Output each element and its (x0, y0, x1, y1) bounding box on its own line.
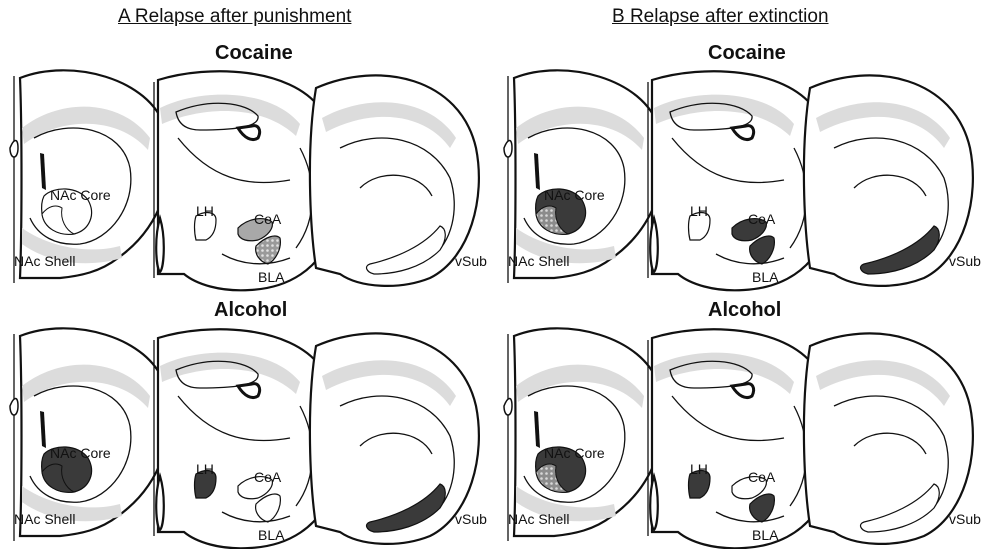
nac-core-label: NAc Core (544, 445, 605, 461)
nac-core-label: NAc Core (50, 187, 111, 203)
cea-label: CeA (254, 211, 282, 227)
bla-label: BLA (258, 527, 285, 543)
cea-label: CeA (748, 469, 776, 485)
cea-label: CeA (254, 469, 282, 485)
vsub-label: vSub (455, 511, 487, 527)
nac-shell-label: NAc Shell (508, 253, 569, 269)
lh-label: LH (690, 461, 708, 477)
vsub-label: vSub (949, 511, 981, 527)
nac-core-label: NAc Core (50, 445, 111, 461)
vsub-label: vSub (949, 253, 981, 269)
cea-label: CeA (748, 211, 776, 227)
vsub-label: vSub (455, 253, 487, 269)
nac-shell-label: NAc Shell (14, 511, 75, 527)
bla-label: BLA (752, 269, 779, 285)
lh-label: LH (196, 203, 214, 219)
nac-core-label: NAc Core (544, 187, 605, 203)
lh-label: LH (196, 461, 214, 477)
bla-label: BLA (752, 527, 779, 543)
nac-shell-label: NAc Shell (14, 253, 75, 269)
nac-shell-label: NAc Shell (508, 511, 569, 527)
lh-label: LH (690, 203, 708, 219)
bla-label: BLA (258, 269, 285, 285)
